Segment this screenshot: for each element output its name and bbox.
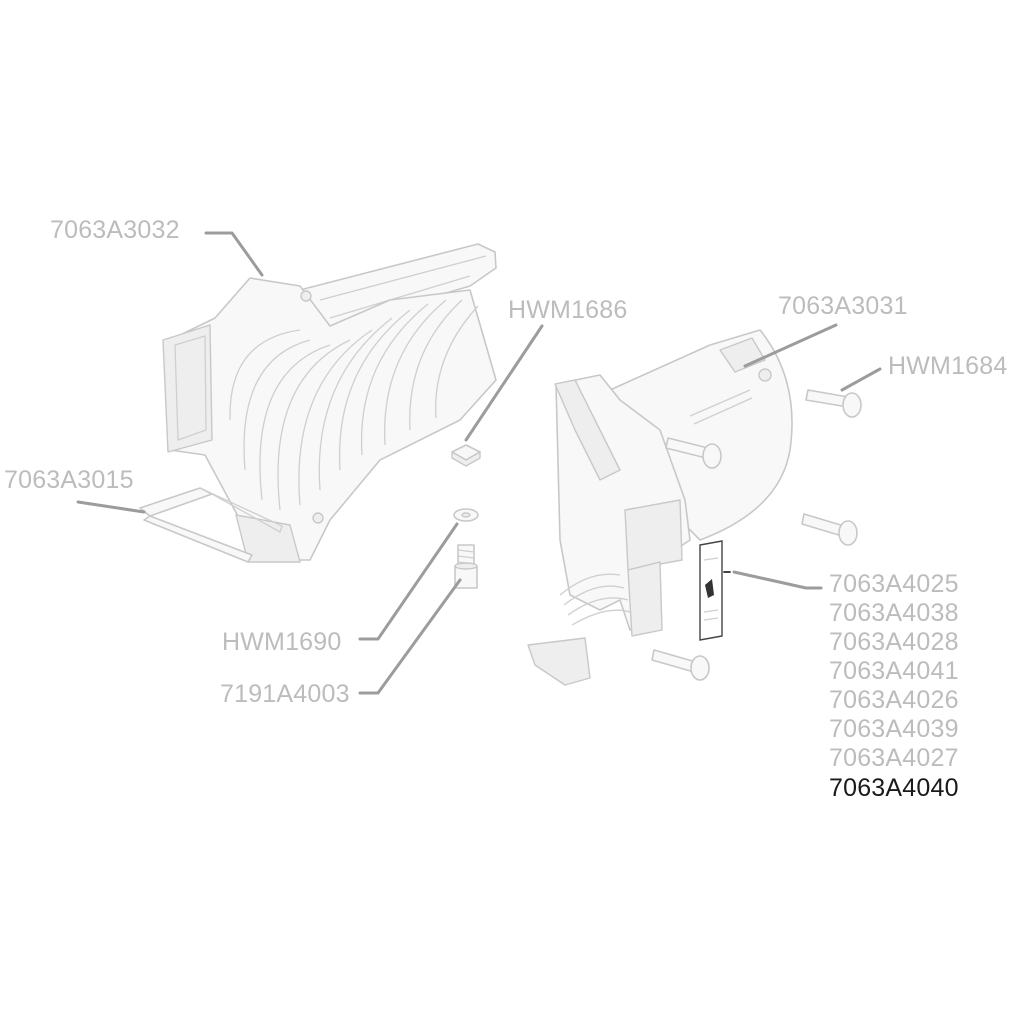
- leader-label-stack: [732, 570, 823, 590]
- leader-7191A4003: [358, 578, 462, 695]
- leader-7063A3031: [743, 323, 838, 368]
- square-nut-part: [451, 444, 481, 467]
- leader-7063A3015: [76, 500, 146, 514]
- leader-HWM1684: [840, 367, 882, 392]
- label-HWM1690[interactable]: HWM1690: [222, 628, 342, 656]
- left-housing-part: [162, 243, 497, 563]
- label-7191A4003[interactable]: 7191A4003: [220, 680, 350, 708]
- label-7063A3031[interactable]: 7063A3031: [778, 292, 908, 320]
- label-stack-item[interactable]: 7063A4027: [829, 744, 959, 772]
- hex-wrench-part: [139, 487, 283, 563]
- label-stack-item[interactable]: 7063A4028: [829, 628, 959, 656]
- leader-HWM1690: [358, 522, 459, 641]
- label-HWM1686[interactable]: HWM1686: [508, 296, 628, 324]
- label-7063A3032[interactable]: 7063A3032: [50, 216, 180, 244]
- leader-lines: [76, 231, 882, 695]
- label-HWM1684[interactable]: HWM1684: [888, 352, 1008, 380]
- screw-part-3: [801, 513, 858, 546]
- label-stack-item[interactable]: 7063A4025: [829, 570, 959, 598]
- label-stack-item[interactable]: 7063A4041: [829, 657, 959, 685]
- label-stack-item[interactable]: 7063A4039: [829, 715, 959, 743]
- screw-part-1: [805, 389, 862, 418]
- label-stack-item-active[interactable]: 7063A4040: [829, 774, 959, 802]
- leader-HWM1686: [464, 324, 544, 442]
- leader-7063A3032: [204, 231, 264, 277]
- screw-part-2: [665, 437, 722, 469]
- washer-part: [453, 508, 479, 522]
- screw-part-4: [651, 649, 710, 681]
- label-7063A3015[interactable]: 7063A3015: [4, 466, 134, 494]
- label-stack-item[interactable]: 7063A4026: [829, 686, 959, 714]
- cap-bolt-part: [454, 544, 478, 589]
- label-stack-item[interactable]: 7063A4038: [829, 599, 959, 627]
- right-housing-part: [527, 329, 793, 686]
